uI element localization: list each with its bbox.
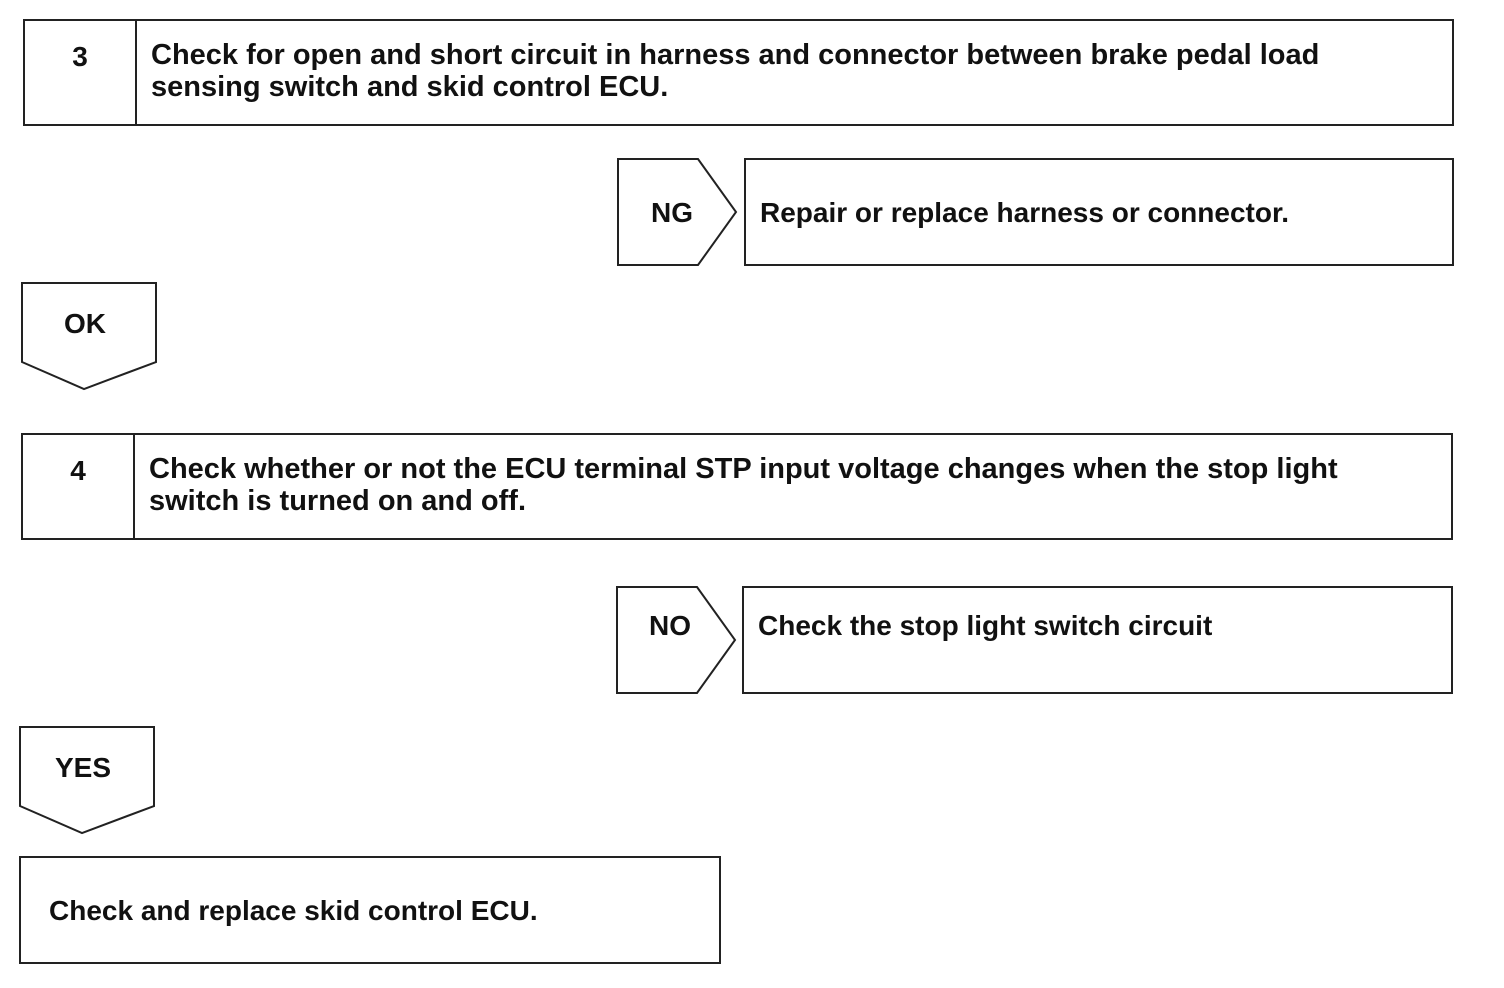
repair-action-box: Repair or replace harness or connector. <box>744 158 1454 266</box>
step-description: Check for open and short circuit in harn… <box>151 39 1320 103</box>
yes-label: YES <box>54 752 112 783</box>
final-action-box: Check and replace skid control ECU. <box>19 856 721 964</box>
step-4-box: 4 Check whether or not the ECU terminal … <box>21 433 1453 540</box>
step-number: 4 <box>23 435 135 538</box>
step-description: Check whether or not the ECU terminal ST… <box>149 453 1338 517</box>
step-number: 3 <box>25 21 137 124</box>
final-action-text: Check and replace skid control ECU. <box>49 895 538 926</box>
step-3-box: 3 Check for open and short circuit in ha… <box>23 19 1454 126</box>
ok-label: OK <box>64 308 106 339</box>
check-circuit-box: Check the stop light switch circuit <box>742 586 1453 694</box>
ng-label: NG <box>651 197 693 228</box>
no-label: NO <box>649 610 691 641</box>
check-circuit-text: Check the stop light switch circuit <box>758 610 1213 641</box>
repair-action-text: Repair or replace harness or connector. <box>760 197 1290 228</box>
